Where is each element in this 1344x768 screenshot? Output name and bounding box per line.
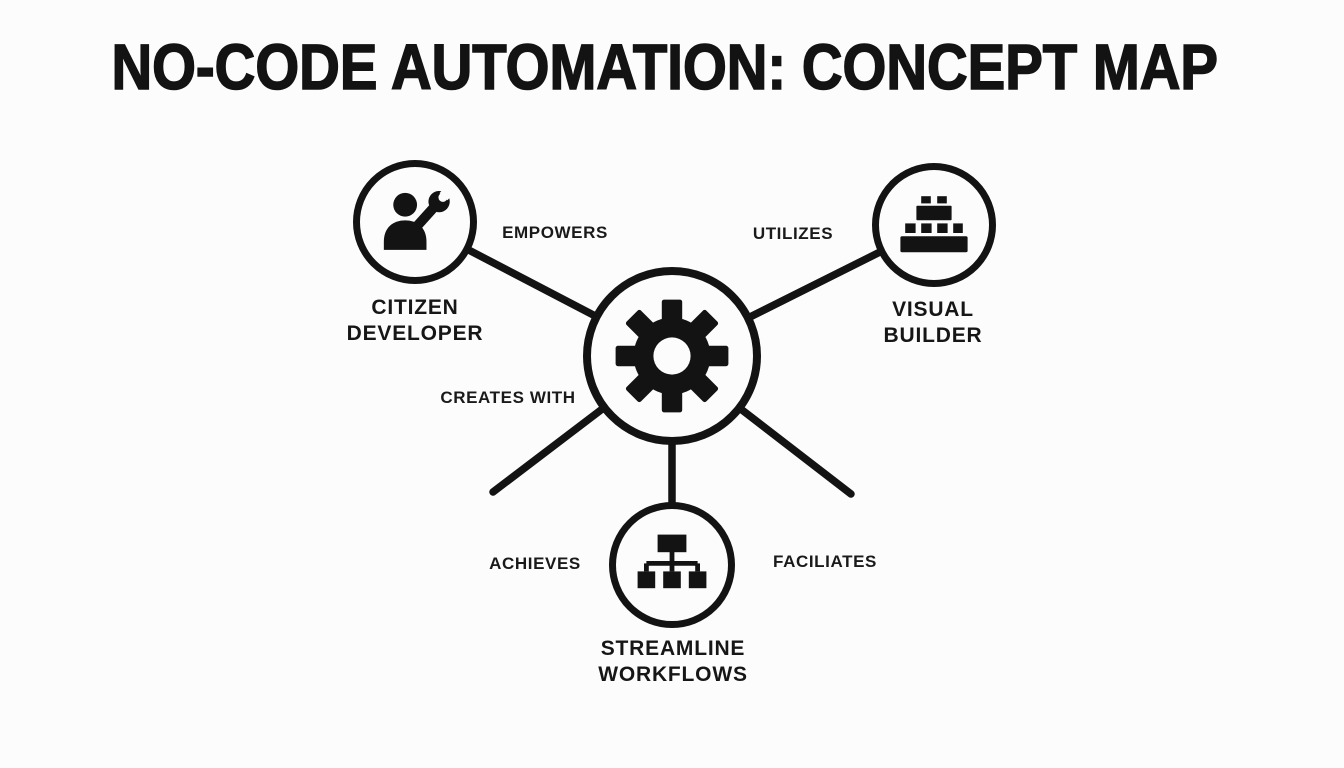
gear-icon (612, 296, 732, 416)
node-visual-builder (872, 163, 996, 287)
streamline-workflows-label-line2: WORKFLOWS (598, 663, 748, 686)
visual-builder-label: VISUAL BUILDER (884, 297, 983, 349)
edge-label-creates-with: CREATES WITH (440, 388, 576, 407)
visual-builder-label-line1: VISUAL (892, 298, 974, 321)
flowchart-icon (632, 525, 712, 605)
streamline-workflows-label-line1: STREAMLINE (600, 637, 746, 660)
building-blocks-icon (894, 185, 974, 265)
edge-label-empowers: EMPOWERS (502, 223, 608, 242)
node-citizen-developer (353, 160, 477, 284)
node-streamline-workflows (609, 502, 735, 628)
edge-label-faciliates: FACILIATES (773, 552, 877, 571)
citizen-developer-label: CITIZEN DEVELOPER (347, 295, 484, 347)
page-title: NO-CODE AUTOMATION: CONCEPT MAP (111, 30, 1219, 104)
visual-builder-label-line2: BUILDER (883, 324, 983, 347)
citizen-developer-label-line1: CITIZEN (371, 296, 459, 319)
person-wrench-icon (374, 181, 456, 263)
edge-label-utilizes: UTILIZES (752, 224, 834, 243)
page-title-row: NO-CODE AUTOMATION: CONCEPT MAP (0, 30, 1330, 104)
node-automation-core (583, 267, 761, 445)
edge-label-achieves: ACHIEVES (489, 554, 581, 573)
citizen-developer-label-line2: DEVELOPER (346, 322, 484, 345)
streamline-workflows-label: STREAMLINE WORKFLOWS (598, 636, 748, 688)
